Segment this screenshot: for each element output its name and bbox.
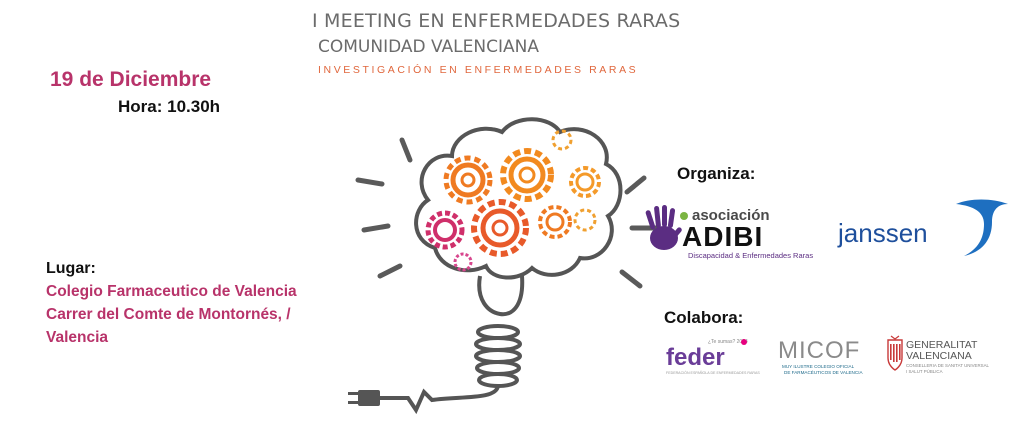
event-title-line2: COMUNIDAD VALENCIANA [318, 37, 539, 57]
event-title-line1: I MEETING EN ENFERMEDADES RARAS [312, 10, 681, 32]
janssen-swoosh-icon [956, 199, 1008, 256]
lugar-line-3: Valencia [46, 329, 109, 346]
handprint-icon [645, 205, 682, 250]
feder-dot-icon [741, 339, 747, 345]
janssen-logo: janssen [837, 199, 1008, 256]
feder-name: feder [666, 344, 725, 371]
brain-lightbulb-illustration [348, 117, 659, 415]
micof-sub2: DE FARMACÉUTICOS DE VALENCIA [784, 369, 863, 375]
adibi-top-text: asociación [692, 207, 770, 224]
janssen-name: janssen [837, 218, 928, 248]
micof-name: MICOF [778, 337, 860, 364]
bulb-coil [474, 324, 522, 388]
lugar-line-1: Colegio Farmaceutico de Valencia [46, 283, 297, 300]
lugar-line-2: Carrer del Comte de Montornés, / [46, 306, 291, 323]
feder-small-top: ¿Te sumas? 2024 [708, 339, 748, 345]
adibi-sub: Discapacidad & Enfermedades Raras [688, 251, 813, 260]
generalitat-shield-icon [887, 335, 903, 371]
organiza-label: Organiza: [677, 164, 756, 183]
micof-logo: MICOF MUY ILUSTRE COLEGIO OFICIAL DE FAR… [778, 337, 863, 375]
generalitat-sub1: CONSELLERIA DE SANITAT UNIVERSAL [906, 363, 990, 368]
gears [425, 129, 601, 272]
paint-dot [680, 212, 688, 220]
micof-sub1: MUY ILUSTRE COLEGIO OFICIAL [782, 364, 855, 369]
event-hour: Hora: 10.30h [118, 97, 221, 116]
feder-small-bottom: FEDERACIÓN ESPAÑOLA DE ENFERMEDADES RARA… [666, 370, 760, 375]
feder-logo: ¿Te sumas? 2024 feder FEDERACIÓN ESPAÑOL… [666, 339, 760, 375]
event-subtitle: INVESTIGACIÓN EN ENFERMEDADES RARAS [318, 64, 639, 76]
generalitat-logo: GENERALITAT VALENCIANA CONSELLERIA DE SA… [887, 335, 990, 374]
generalitat-line1: GENERALITAT [906, 339, 978, 351]
lugar-label: Lugar: [46, 260, 96, 277]
light-rays [355, 137, 659, 289]
adibi-name: ADIBI [682, 221, 763, 252]
generalitat-sub2: I SALUT PÚBLICA [906, 369, 943, 374]
colabora-label: Colabora: [664, 308, 744, 327]
brain-outline [414, 117, 623, 280]
generalitat-line2: VALENCIANA [906, 350, 972, 362]
bulb-stem [477, 275, 525, 317]
adibi-logo: asociación ADIBI Discapacidad & Enfermed… [645, 205, 813, 260]
event-date: 19 de Diciembre [50, 68, 212, 91]
cable [380, 385, 500, 415]
plug-icon [348, 390, 380, 406]
